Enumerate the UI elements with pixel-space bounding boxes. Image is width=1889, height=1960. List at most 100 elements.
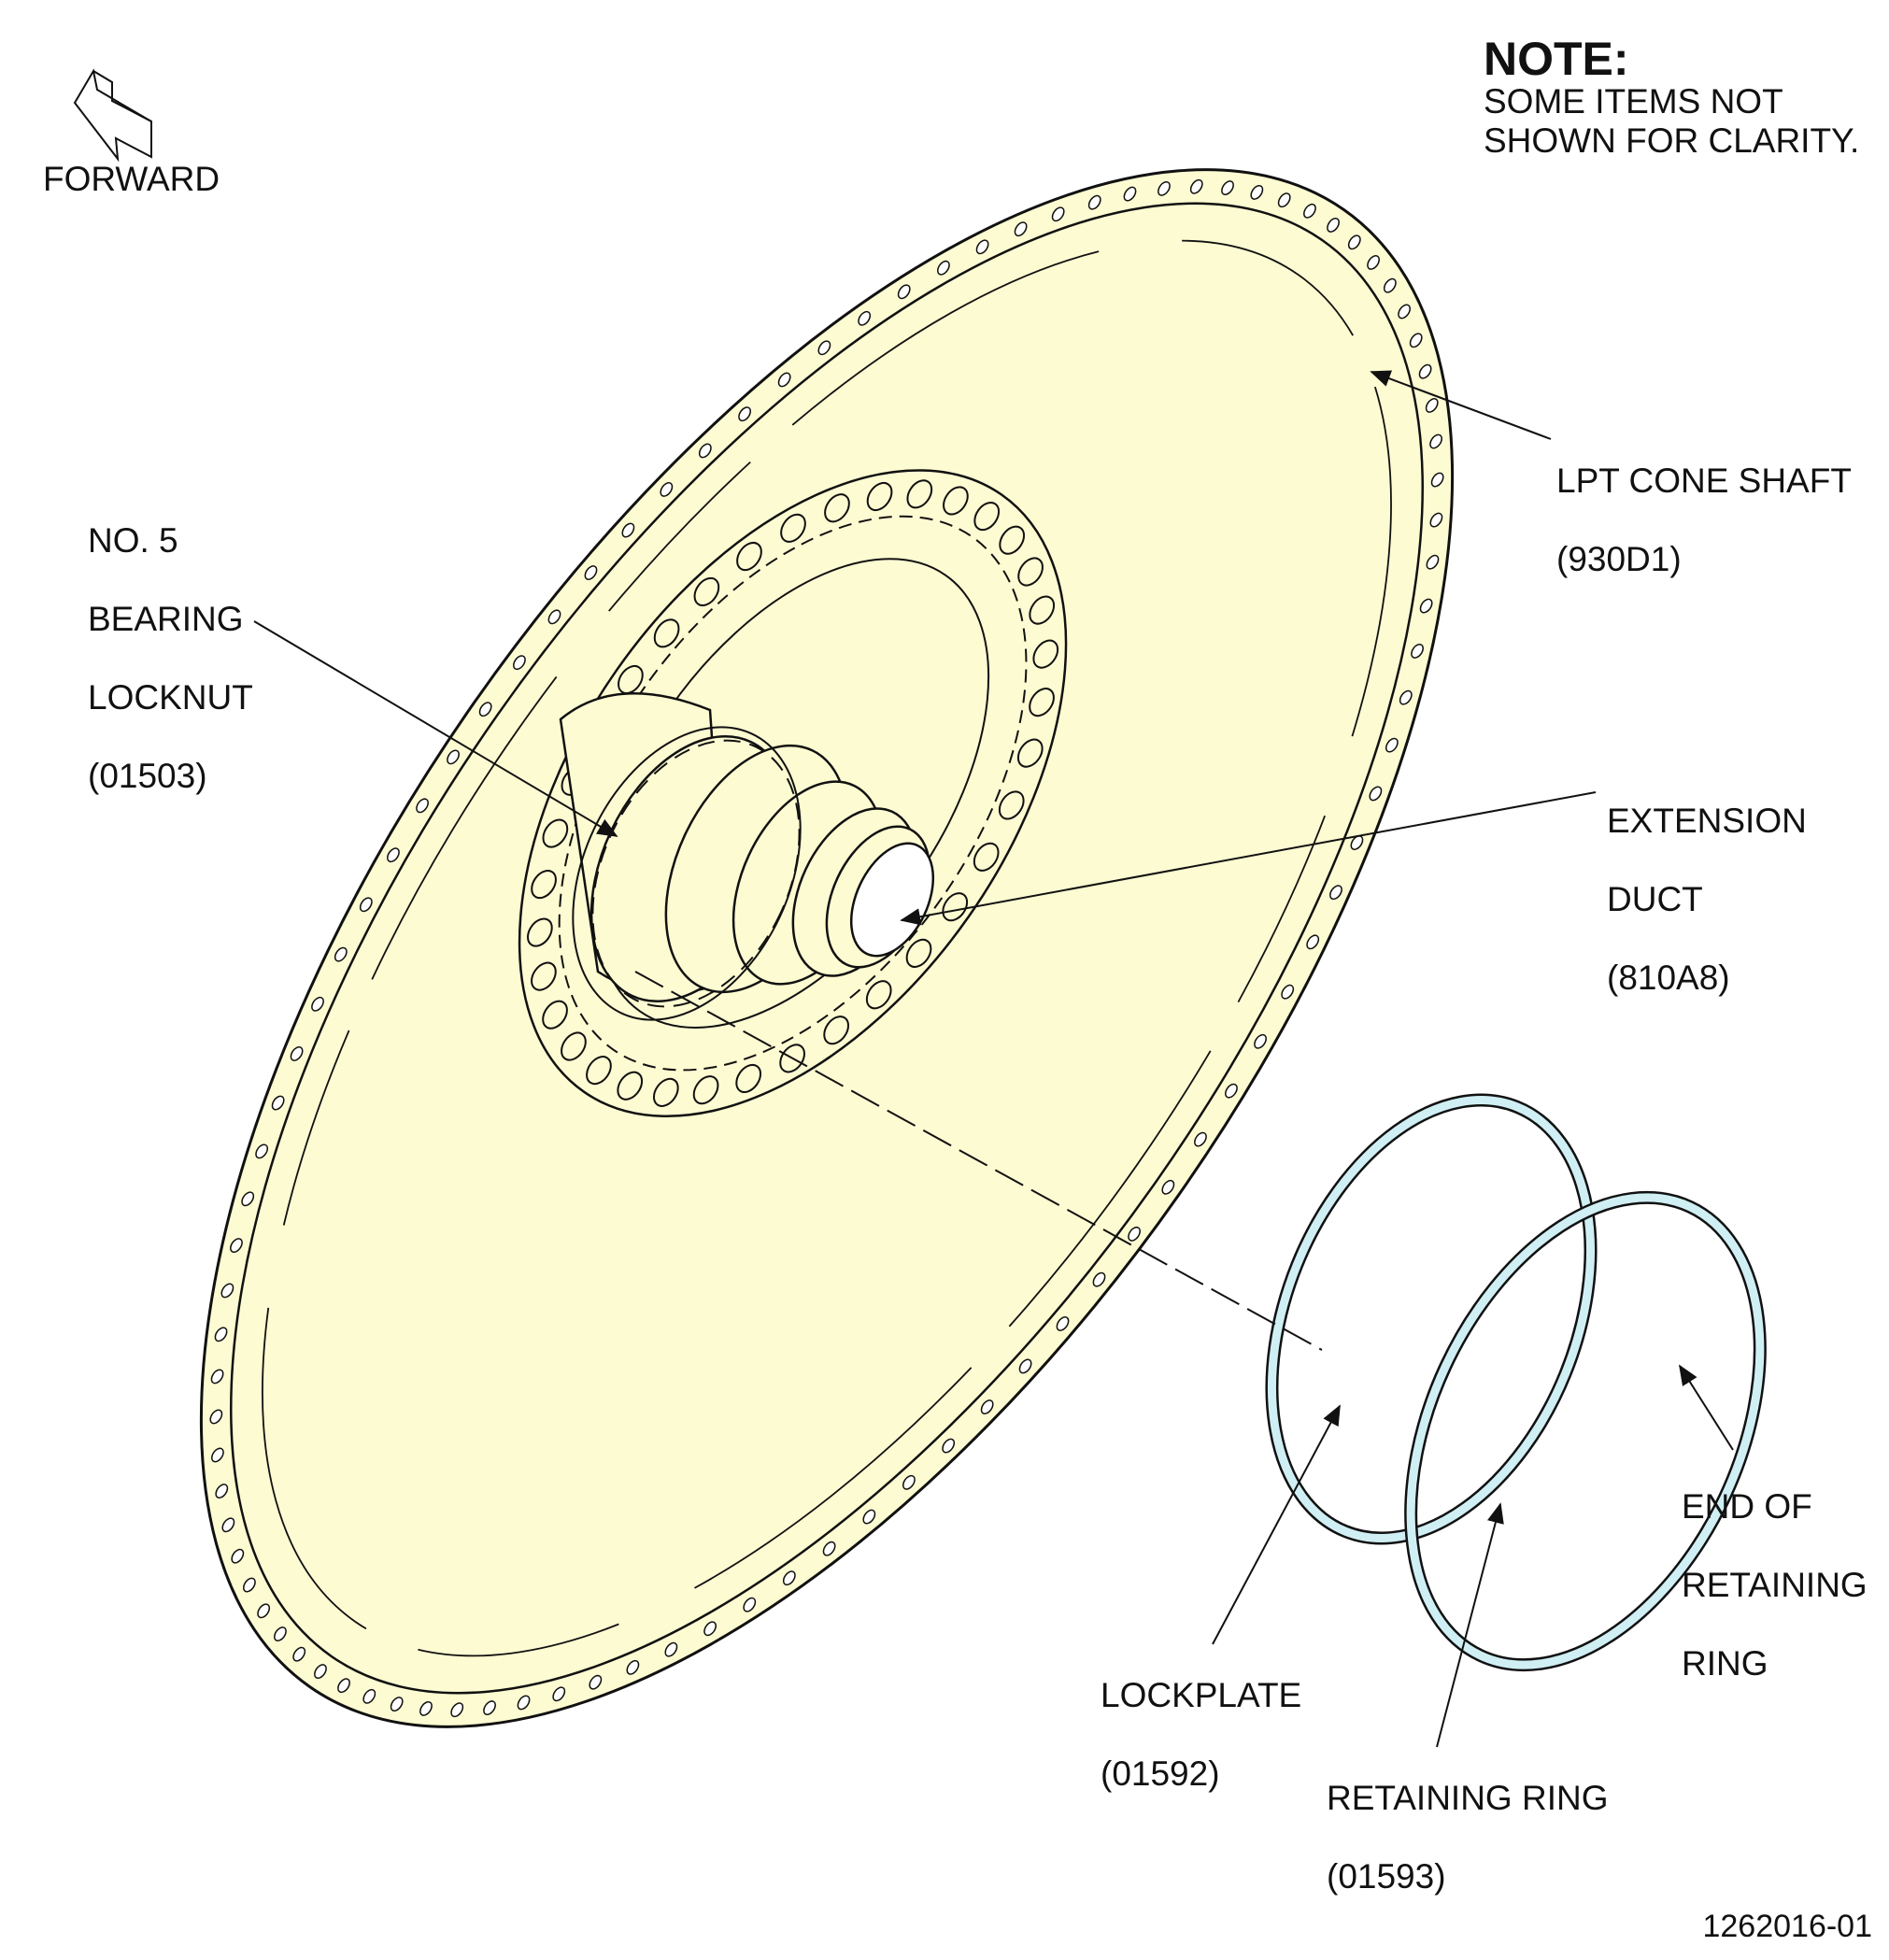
bolt-hole <box>450 1702 464 1718</box>
bolt-hole <box>1329 885 1342 901</box>
callout-extension-duct-line1: EXTENSION <box>1607 802 1807 840</box>
bolt-hole <box>243 1577 256 1593</box>
hub-hole <box>973 842 1000 872</box>
hub-hole <box>617 1071 644 1101</box>
hub-hole <box>865 980 892 1010</box>
bolt-hole <box>1429 433 1442 449</box>
hub-hole <box>618 664 644 695</box>
bolt-hole <box>416 798 429 814</box>
bolt-hole <box>584 565 598 580</box>
hub-hole <box>973 502 1001 532</box>
callout-extension-duct: EXTENSION DUCT (810A8) <box>1607 762 1807 1037</box>
hub-hole <box>531 870 557 900</box>
bolt-hole <box>362 1688 376 1704</box>
bolt-hole <box>220 1283 234 1299</box>
extension-duct <box>559 691 935 1003</box>
callout-extension-duct-part: (810A8) <box>1607 959 1730 997</box>
bolt-hole <box>858 310 872 326</box>
bolt-hole <box>552 1686 566 1702</box>
bolt-hole <box>1056 1316 1070 1331</box>
bolt-hole <box>664 1641 678 1657</box>
bolt-hole <box>1221 180 1234 195</box>
hub-hole <box>527 917 553 947</box>
bolt-hole <box>698 443 712 459</box>
bolt-hole <box>271 1095 285 1111</box>
hub-hole <box>531 961 557 991</box>
bolt-hole <box>1014 221 1028 237</box>
bolt-hole <box>937 260 950 276</box>
bolt-hole <box>822 1541 836 1556</box>
callout-bearing-locknut-line1: NO. 5 <box>88 521 178 560</box>
bolt-hole <box>447 749 460 765</box>
bolt-hole <box>1250 185 1264 200</box>
callout-end-of-retaining-ring: END OF RETAINING RING <box>1682 1448 1868 1723</box>
bolt-hole <box>314 1664 327 1680</box>
callout-extension-duct-line2: DUCT <box>1607 880 1703 918</box>
bolt-hole <box>1430 472 1444 488</box>
note-body: SOME ITEMS NOT SHOWN FOR CLARITY. <box>1484 82 1859 161</box>
callout-lockplate-name: LOCKPLATE <box>1101 1676 1302 1714</box>
hub-hole <box>542 818 569 848</box>
forward-label: FORWARD <box>43 160 220 198</box>
hub-hole <box>906 479 933 509</box>
bolt-hole <box>1411 644 1424 659</box>
note-line-2: SHOWN FOR CLARITY. <box>1484 121 1860 160</box>
callout-retaining-ring: RETAINING RING (01593) <box>1327 1740 1609 1936</box>
hub-hole <box>905 938 932 968</box>
callout-end-of-retaining-ring-line1: END OF <box>1682 1487 1812 1526</box>
bolt-hole <box>1225 1083 1238 1099</box>
bolt-hole <box>703 1621 717 1637</box>
bolt-hole <box>241 1191 255 1207</box>
flange-bolt-holes <box>209 178 1444 1718</box>
callout-bearing-locknut-part: (01503) <box>88 757 207 795</box>
bolt-hole <box>621 522 635 538</box>
bolt-hole <box>337 1678 350 1694</box>
bolt-hole <box>1350 835 1364 850</box>
bolt-hole <box>980 1399 994 1414</box>
bolt-hole <box>626 1659 640 1675</box>
bolt-hole <box>1303 203 1316 219</box>
bolt-hole <box>1426 554 1440 570</box>
assembly-centerline <box>634 971 1323 1351</box>
hub-hole <box>998 790 1025 820</box>
bolt-hole <box>1087 194 1101 210</box>
bolt-hole <box>942 1438 956 1454</box>
hub-hole <box>542 1000 568 1030</box>
hub-hole <box>823 1016 850 1045</box>
callout-lpt-cone-shaft-name: LPT CONE SHAFT <box>1556 462 1852 500</box>
bolt-hole <box>1399 689 1413 705</box>
bolt-hole <box>1254 1033 1267 1049</box>
bolt-hole <box>1123 186 1137 202</box>
bolt-hole <box>1194 1131 1207 1147</box>
note-line-1: SOME ITEMS NOT <box>1484 82 1783 121</box>
bolt-hole <box>387 847 400 863</box>
hub-hole <box>1032 639 1059 669</box>
hub-hole <box>1017 557 1044 587</box>
bolt-hole <box>359 897 373 913</box>
bolt-hole <box>311 996 324 1012</box>
bolt-hole <box>419 1701 433 1716</box>
bolt-hole <box>257 1603 271 1619</box>
callout-bearing-locknut: NO. 5 BEARING LOCKNUT (01503) <box>88 482 253 835</box>
bolt-hole <box>221 1517 235 1533</box>
bolt-hole <box>782 1570 796 1586</box>
bolt-hole <box>1398 304 1411 320</box>
leader-lines <box>253 370 1734 1748</box>
hub-hole <box>780 513 806 543</box>
hub-hole <box>561 1031 587 1061</box>
callout-bearing-locknut-line2: BEARING <box>88 600 244 638</box>
bolt-hole <box>1189 178 1203 194</box>
callout-retaining-ring-name: RETAINING RING <box>1327 1779 1609 1817</box>
bolt-hole <box>1347 234 1361 250</box>
bolt-hole <box>1092 1271 1106 1287</box>
callout-lockplate: LOCKPLATE (01592) <box>1101 1637 1301 1833</box>
bolt-hole <box>1281 984 1295 1000</box>
bolt-hole <box>1425 398 1439 413</box>
hub-hole <box>942 892 969 922</box>
bolt-hole <box>547 609 561 625</box>
hub-hole <box>866 481 893 512</box>
bolt-hole <box>1367 255 1380 270</box>
forward-arrow-icon <box>73 68 152 163</box>
retaining-ring <box>1404 1190 1767 1672</box>
